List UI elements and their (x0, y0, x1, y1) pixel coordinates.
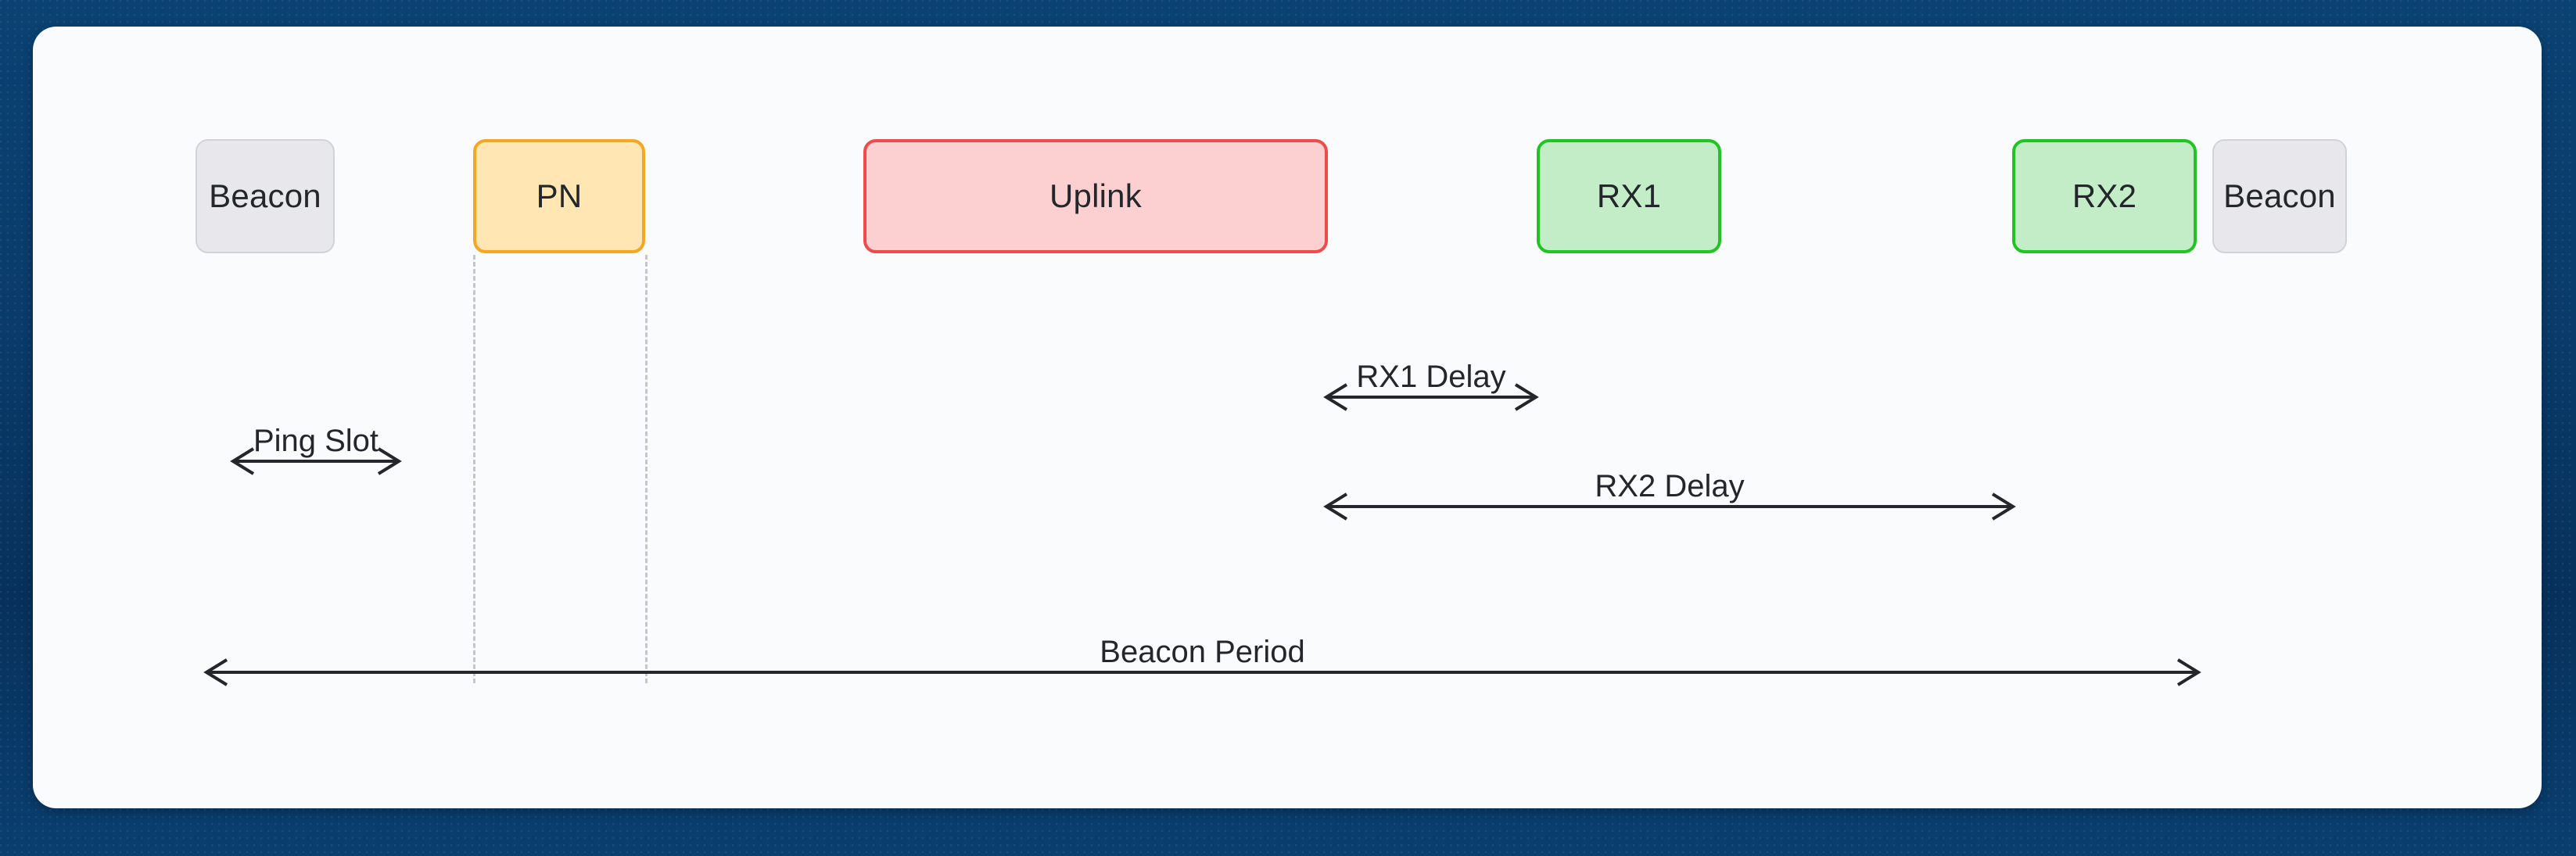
timeline-block-beacon-start[interactable]: Beacon (196, 139, 335, 253)
timeline-block-label: PN (536, 177, 583, 214)
measure-rx1-delay: RX1 Delay (1323, 342, 1539, 413)
ping-slot-left-guide (473, 255, 475, 683)
timeline-block-label: RX1 (1596, 177, 1662, 214)
timeline-block-rx2[interactable]: RX2 (2012, 139, 2197, 253)
timeline-block-label: Beacon (2223, 177, 2336, 214)
timeline-block-beacon-end[interactable]: Beacon (2212, 139, 2347, 253)
timeline-block-rx1[interactable]: RX1 (1537, 139, 1721, 253)
timeline-block-uplink[interactable]: Uplink (863, 139, 1328, 253)
measure-label: Ping Slot (253, 424, 379, 458)
timeline-block-label: Beacon (209, 177, 321, 214)
timeline-block-pn[interactable]: PN (473, 139, 645, 253)
measure-label: Beacon Period (1100, 635, 1305, 669)
measure-ping-slot: Ping Slot (230, 407, 402, 477)
measure-rx2-delay: RX2 Delay (1323, 452, 2016, 522)
measure-beacon-period: Beacon Period (203, 618, 2201, 688)
ping-slot-right-guide (645, 255, 648, 683)
diagram-canvas: Beacon PN Uplink RX1 RX2 Beacon Ping Slo… (33, 27, 2542, 808)
measure-label: RX1 Delay (1356, 360, 1506, 394)
timeline-block-label: Uplink (1049, 177, 1142, 214)
timeline-block-label: RX2 (2072, 177, 2137, 214)
measure-label: RX2 Delay (1595, 469, 1745, 503)
